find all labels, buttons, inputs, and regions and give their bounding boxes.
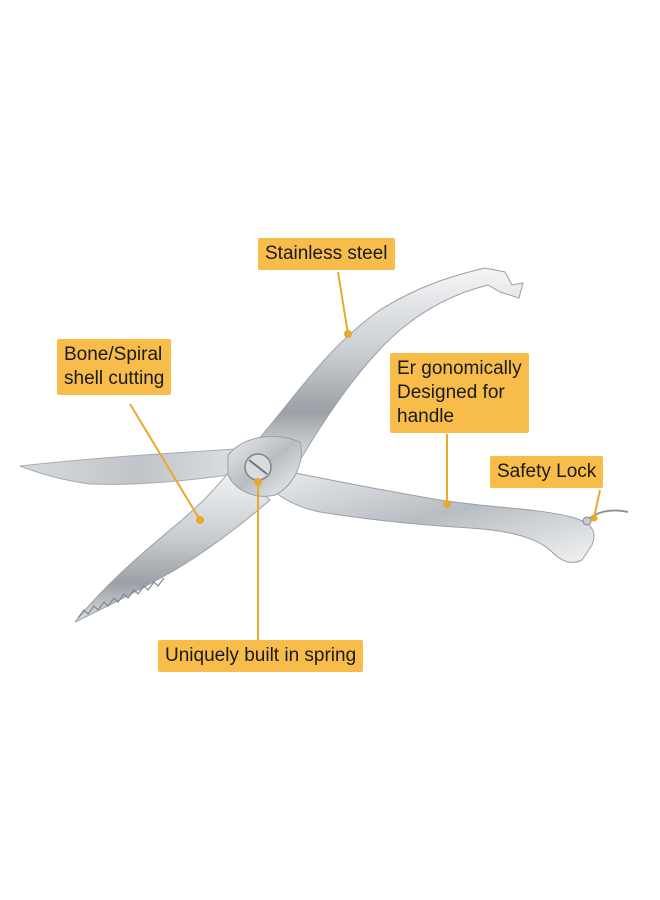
label-safety-lock: Safety Lock	[490, 456, 604, 488]
label-built-in-spring: Uniquely built in spring	[158, 640, 364, 672]
upper-blade	[19, 447, 263, 485]
lower-blade	[74, 467, 271, 623]
label-ergonomic-handle: Er gonomically Designed for handle	[390, 353, 529, 433]
label-stainless-steel: Stainless steel	[258, 238, 395, 270]
leader-stainless	[337, 271, 349, 335]
leader-bone	[129, 403, 201, 521]
upper-handle	[257, 267, 524, 461]
label-bone-spiral-cutting: Bone/Spiral shell cutting	[57, 339, 172, 395]
lower-handle	[274, 469, 595, 563]
serrated-edge	[77, 577, 165, 619]
leader-lock	[593, 489, 601, 519]
